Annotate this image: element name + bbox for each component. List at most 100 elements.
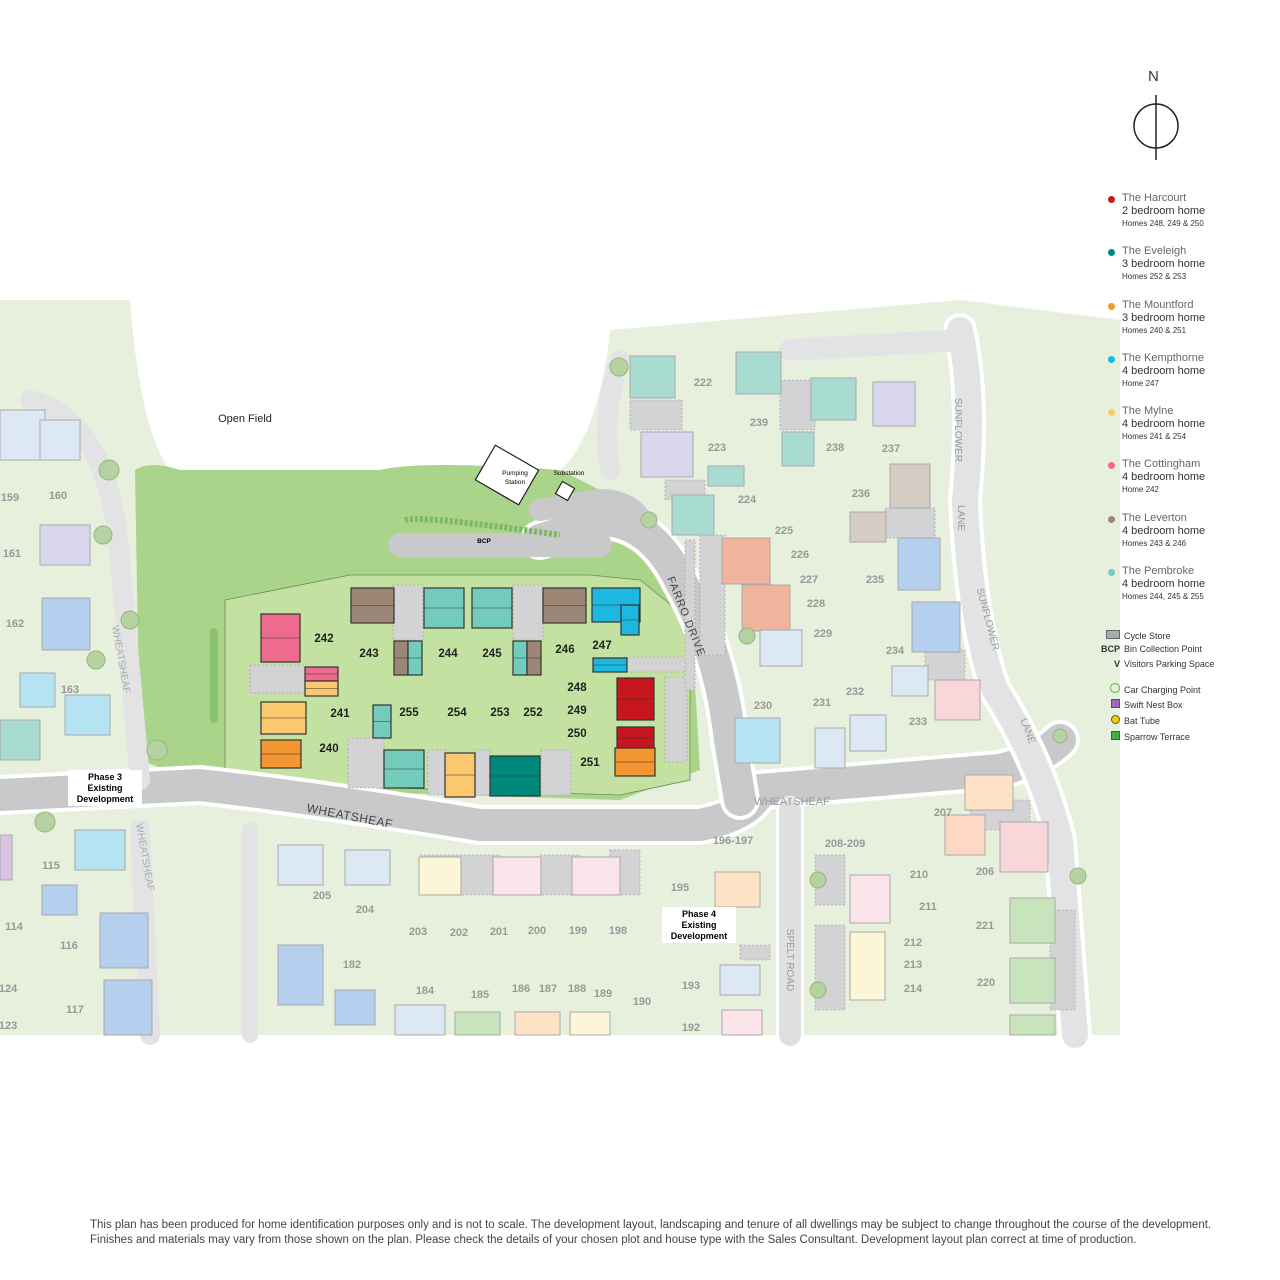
symbol-label: Swift Nest Box	[1124, 700, 1183, 710]
existing-house	[571, 856, 621, 896]
existing-house	[897, 537, 941, 591]
svg-text:Existing: Existing	[681, 920, 716, 930]
plot-number-new[interactable]: 240	[319, 743, 338, 755]
existing-house	[814, 727, 846, 769]
plot-number-existing: 205	[313, 890, 331, 902]
plot-number-existing: 190	[633, 996, 651, 1008]
existing-house	[891, 665, 929, 697]
symbol-legend-item: Cycle Store	[1100, 630, 1260, 644]
color-dot-icon	[1108, 249, 1115, 257]
existing-house	[781, 431, 815, 467]
existing-house	[810, 377, 857, 421]
plot-number-existing: 163	[61, 684, 79, 696]
plot-number-existing: 193	[682, 980, 700, 992]
house-type-bedrooms: 3 bedroom home	[1122, 258, 1206, 271]
plot-number-new[interactable]: 250	[567, 728, 586, 740]
symbol-legend-item: Swift Nest Box	[1100, 699, 1260, 713]
existing-house	[714, 871, 761, 908]
plot-number-existing: 221	[976, 920, 994, 932]
disclaimer-line: Finishes and materials may vary from tho…	[90, 1234, 1137, 1246]
symbol-legend-item: Car Charging Point	[1100, 683, 1260, 697]
plot-number-new[interactable]: 249	[567, 705, 586, 717]
svg-text:Pumping: Pumping	[502, 470, 528, 477]
svg-text:Phase 3: Phase 3	[88, 772, 122, 782]
house-type-homes: Home 247	[1122, 378, 1159, 388]
existing-house	[849, 931, 886, 1001]
house-type-homes: Homes 243 & 246	[1122, 538, 1187, 548]
plot-number-existing: 239	[750, 417, 768, 429]
existing-house	[721, 537, 771, 585]
existing-house	[889, 463, 931, 509]
existing-house	[277, 844, 324, 886]
house-type-name: The Pembroke	[1122, 565, 1195, 578]
phase4-label: Phase 4 Existing Development	[662, 907, 736, 943]
car-charging-icon	[1100, 683, 1120, 695]
plot-number-existing: 225	[775, 525, 793, 537]
plot-number-new[interactable]: 254	[447, 707, 467, 719]
plot-number-new[interactable]: 246	[555, 644, 574, 656]
plot-number-new[interactable]: 248	[567, 682, 587, 694]
plot-number-existing: 235	[866, 574, 884, 586]
north-compass: N	[1128, 66, 1184, 166]
existing-house	[719, 964, 761, 996]
plot-number-new[interactable]: 253	[490, 707, 509, 719]
existing-house	[735, 351, 782, 395]
existing-house	[394, 1004, 446, 1036]
existing-house	[759, 629, 803, 667]
plot-number-existing: 228	[807, 598, 825, 610]
plot-number-existing: 182	[343, 959, 361, 971]
existing-house	[569, 1011, 611, 1036]
plot-number-existing: 200	[528, 925, 546, 937]
existing-house	[734, 717, 781, 764]
symbol-label: Bin Collection Point	[1124, 644, 1203, 654]
existing-house	[334, 989, 376, 1026]
symbol-label: Sparrow Terrace	[1124, 732, 1190, 742]
plot-number-new[interactable]: 251	[580, 757, 600, 769]
plot-number-new[interactable]: 252	[523, 707, 542, 719]
plot-number-existing: 212	[904, 937, 922, 949]
existing-house	[39, 524, 91, 566]
existing-house	[849, 714, 887, 752]
plot-number-existing: 199	[569, 925, 587, 937]
plot-number-existing: 185	[471, 989, 489, 1001]
plot-number-new[interactable]: 243	[359, 648, 378, 660]
plot-number-existing: 214	[904, 983, 923, 995]
plot-number-existing: 226	[791, 549, 809, 561]
open-field-label: Open Field	[218, 413, 272, 425]
plot-number-new[interactable]: 247	[592, 640, 611, 652]
plot-number-existing: 188	[568, 983, 586, 995]
existing-house	[277, 944, 324, 1006]
svg-text:Existing: Existing	[87, 783, 122, 793]
plot-number-existing: 213	[904, 959, 922, 971]
svg-text:Station: Station	[505, 479, 526, 486]
road-label-sunflower: SUNFLOWER	[952, 398, 963, 462]
plot-number-existing: 223	[708, 442, 726, 454]
color-dot-icon	[1108, 462, 1115, 470]
plot-number-existing: 232	[846, 686, 864, 698]
house-type-name: The Kempthorne	[1122, 351, 1204, 364]
substation: Substation	[554, 470, 585, 502]
existing-house	[999, 821, 1049, 873]
house-type-name: The Cottingham	[1122, 458, 1201, 471]
color-dot-icon	[1108, 196, 1115, 203]
existing-house	[103, 979, 153, 1036]
plot-number-new[interactable]: 241	[330, 708, 350, 720]
plot-number-new[interactable]: 245	[482, 648, 502, 660]
plot-number-existing: 116	[60, 940, 78, 952]
plot-number-existing: 236	[852, 488, 870, 500]
plot-number-new[interactable]: 255	[399, 707, 419, 719]
plot-number-new[interactable]: 242	[314, 633, 333, 645]
house-type-homes: Homes 244, 245 & 255	[1122, 592, 1204, 602]
existing-house	[629, 355, 676, 399]
sparrow-terrace-icon	[1100, 731, 1120, 742]
plot-number-new[interactable]: 244	[438, 648, 458, 660]
plot-number-existing: 161	[3, 548, 21, 560]
existing-house	[849, 511, 887, 543]
color-dot-icon	[1108, 569, 1115, 577]
road-label-spelt-road: SPELT ROAD	[784, 929, 795, 991]
existing-house	[849, 874, 891, 924]
